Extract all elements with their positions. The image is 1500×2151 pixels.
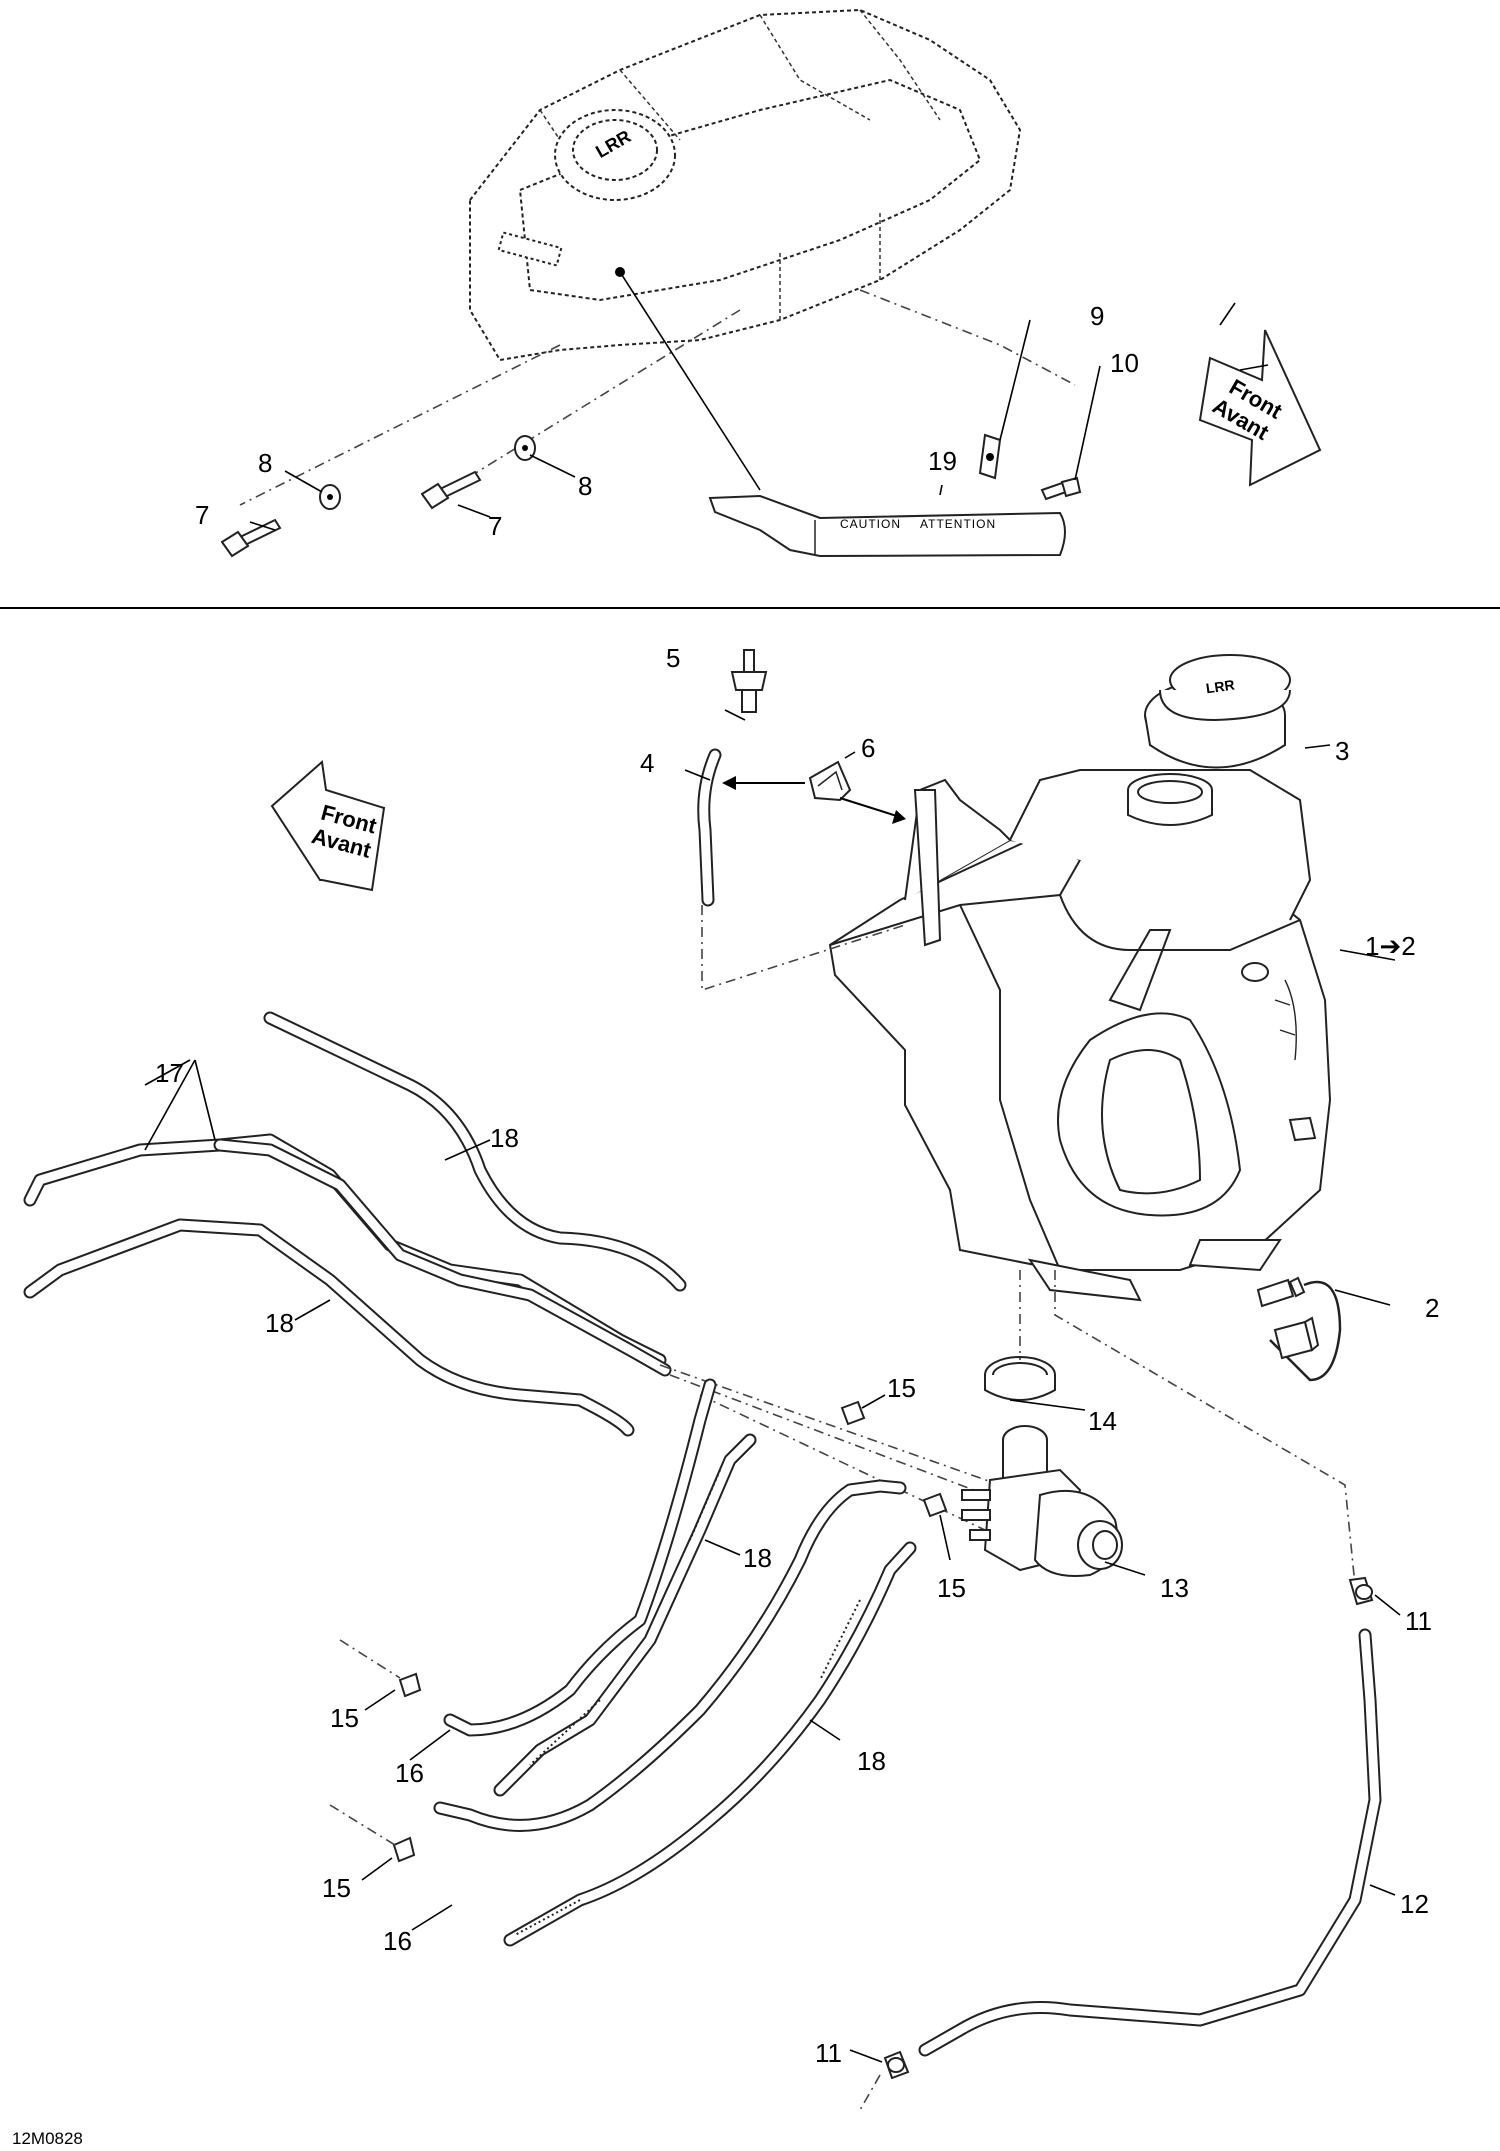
hose-18-upper [263,1011,687,1292]
front-direction-arrow-top: Front Avant [1198,329,1322,487]
callout-8-right: 8 [578,471,592,501]
clamp-11-upper [1348,1576,1374,1606]
screw-10 [1040,476,1082,501]
screw-7-left [220,518,282,558]
callout-9: 9 [1090,301,1104,331]
vent-hose-4 [697,748,722,907]
callout-16-lower: 16 [383,1926,412,1956]
callout-13: 13 [1160,1573,1189,1603]
hose-18-lower-a [493,1433,757,1797]
hose-16-lower [433,1479,907,1832]
hose-bundle-17 [23,1133,672,1377]
decal-19: CAUTION ATTENTION [708,494,1066,558]
decal-caution-text: CAUTION [840,517,901,531]
callout-8-left: 8 [258,448,272,478]
callout-7-right: 7 [488,511,502,541]
callout-11-lower: 11 [815,2038,842,2068]
screw-7-right [420,470,482,510]
hose-16-upper [443,1378,717,1737]
callout-18-lower-a: 18 [743,1543,772,1573]
clip-6 [808,760,852,802]
callout-15-d: 15 [322,1873,351,1903]
fuel-level-sensor-2 [1256,1276,1342,1382]
callout-17: 17 [155,1058,184,1088]
fuel-cap-label: LRR [1205,677,1236,697]
hose-18-lower-b [503,1541,917,1947]
callout-numbers: 1➔2 2 3 4 5 6 7 7 8 8 9 10 11 11 12 13 1… [155,301,1439,2068]
callout-18-lower-b: 18 [857,1746,886,1776]
assembly-arrows [722,776,906,824]
callout-11-upper: 11 [1405,1606,1432,1636]
callout-14: 14 [1088,1406,1117,1436]
callout-3: 3 [1335,736,1349,766]
front-direction-arrow-bottom: Front Avant [270,760,386,892]
callout-12: 12 [1400,1889,1429,1919]
clamp-15-d [392,1836,416,1863]
callout-10: 10 [1110,348,1139,378]
hose-18-middle [23,1218,635,1437]
callout-19: 19 [928,446,957,476]
clamp-15-a [840,1400,866,1426]
clamp-11-lower [883,2050,910,2080]
callout-15-b: 15 [937,1573,966,1603]
callout-16-upper: 16 [395,1758,424,1788]
callout-6: 6 [861,733,875,763]
callout-18-upper: 18 [490,1123,519,1153]
callout-15-a: 15 [887,1373,916,1403]
clamp-15-c [398,1672,422,1698]
fuel-tank-1 [828,769,1332,1302]
fuel-hose-12 [918,1628,1382,2057]
callout-2: 2 [1425,1293,1439,1323]
callout-7-left: 7 [195,500,209,530]
callout-5: 5 [666,643,680,673]
fuel-pump-13 [961,1425,1123,1577]
figure-reference: 12M0828 [12,2129,83,2148]
clamp-ring-14 [984,1356,1056,1401]
clamp-15-b [922,1492,948,1518]
fuel-cap-3: LRR [1144,654,1291,769]
callout-1: 1➔2 [1365,931,1416,961]
callout-4: 4 [640,748,654,778]
decal-attention-text: ATTENTION [920,517,996,531]
vent-valve-5 [730,649,768,713]
leader-lines [144,302,1401,2063]
callout-18-middle: 18 [265,1308,294,1338]
installed-tank-assembly: LRR [469,8,1022,362]
callout-15-c: 15 [330,1703,359,1733]
